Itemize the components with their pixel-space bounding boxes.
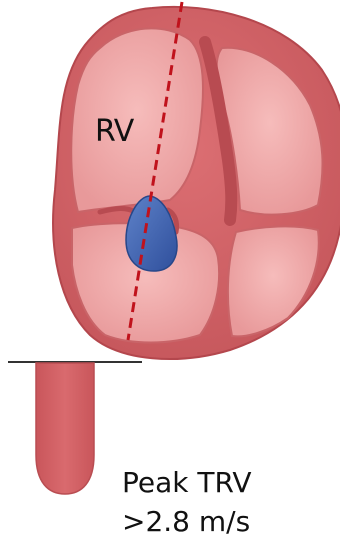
rv-label: RV: [95, 114, 134, 149]
peak-trv-label: Peak TRV >2.8 m/s: [122, 464, 252, 541]
doppler-spectral-envelope: [36, 363, 94, 494]
la-chamber: [228, 226, 319, 336]
peak-trv-title: Peak TRV: [122, 464, 252, 503]
rv-chamber: [71, 28, 203, 212]
peak-trv-value: >2.8 m/s: [122, 503, 252, 542]
